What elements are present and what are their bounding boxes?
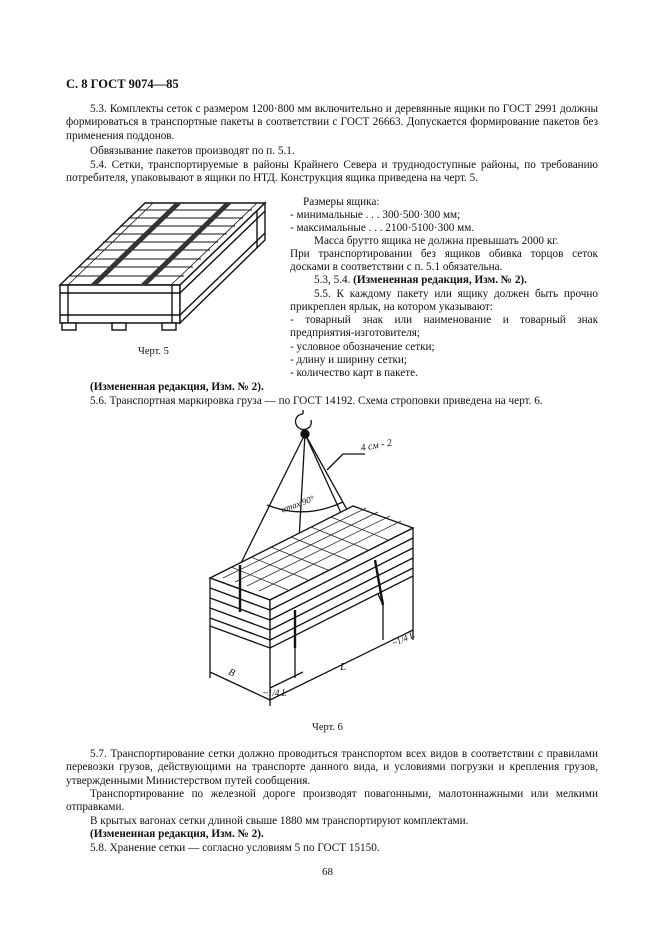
box-min-size: - минимальные . . . 300·500·300 мм; xyxy=(290,209,461,221)
paragraph-5-8: 5.8. Хранение сетки — согласно условиям … xyxy=(90,842,380,854)
amendment-label: (Измененная редакция, Изм. № 2). xyxy=(353,274,527,286)
figure-6-caption: Черт. 6 xyxy=(312,722,343,733)
box-max-size: - максимальные . . . 2100·5100·300 мм. xyxy=(290,222,475,234)
amendment-after-5-7: (Измененная редакция, Изм. № 2). xyxy=(90,828,264,840)
label-item-2: - условное обозначение сетки; xyxy=(290,341,435,353)
amendment-ref: 5.3, 5.4. xyxy=(314,274,351,286)
paragraph-5-7-wagons: В крытых вагонах сетки длиной свыше 1880… xyxy=(90,815,469,827)
fig6-dim-quarter-right: ~1/4 L xyxy=(390,630,416,649)
amendment-after-5-5: (Измененная редакция, Изм. № 2). xyxy=(90,381,264,393)
figure-5-box-drawing xyxy=(58,201,267,331)
paragraph-5-3-strapping: Обвязывание пакетов производят по п. 5.1… xyxy=(90,145,295,157)
page-number: 68 xyxy=(322,866,333,878)
fig6-sling-label: 4 см - 2 xyxy=(360,438,393,454)
paragraph-5-7: 5.7. Транспортирование сетки должно пров… xyxy=(66,748,598,787)
paragraph-5-7-railway: Транспортирование по железной дороге про… xyxy=(66,788,598,814)
label-item-4: - количество карт в пакете. xyxy=(290,367,418,379)
fig6-dim-L: L xyxy=(339,661,346,673)
paragraph-5-4: 5.4. Сетки, транспортируемые в районы Кр… xyxy=(66,159,598,185)
mass-limit-line: Масса брутто ящика не должна превышать 2… xyxy=(314,235,559,247)
amendment-5-3-5-4: 5.3, 5.4. (Измененная редакция, Изм. № 2… xyxy=(314,274,598,287)
figure-6-slinging-drawing: 4 см - 2 αmax 90° ~1/4 L ~1/4 L L В xyxy=(208,410,416,706)
paragraph-5-5: 5.5. К каждому пакету или ящику должен б… xyxy=(290,288,598,314)
transport-note: При транспортировании без ящиков обивка … xyxy=(290,248,598,274)
paragraph-5-6: 5.6. Транспортная маркировка груза — по … xyxy=(90,395,543,407)
figure-5-caption: Черт. 5 xyxy=(138,346,169,357)
box-sizes-title: Размеры ящика: xyxy=(303,196,380,208)
fig6-dim-quarter-left: ~1/4 L xyxy=(263,688,287,698)
page-header: С. 8 ГОСТ 9074—85 xyxy=(66,77,179,91)
label-item-3: - длину и ширину сетки; xyxy=(290,354,407,366)
label-item-1: - товарный знак или наименование и товар… xyxy=(290,314,598,340)
fig6-dim-B: В xyxy=(226,667,236,680)
paragraph-5-3: 5.3. Комплекты сеток с размером 1200·800… xyxy=(66,103,598,142)
